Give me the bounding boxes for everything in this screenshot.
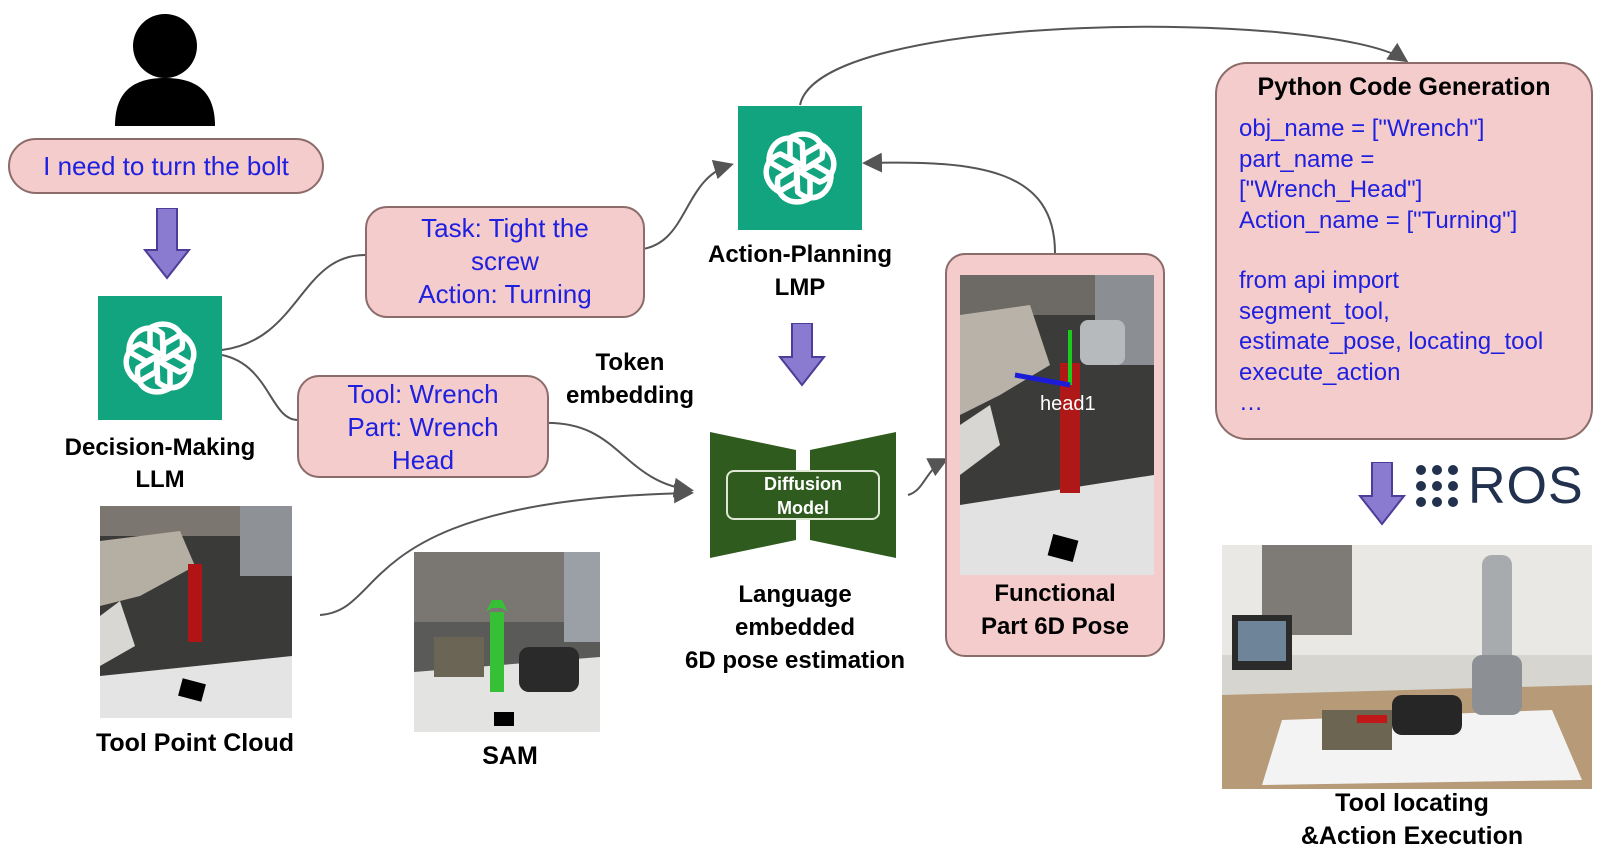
task-box: Task: Tight the screw Action: Turning xyxy=(365,206,645,318)
code-line: execute_action xyxy=(1239,358,1401,386)
tool-box: Tool: Wrench Part: Wrench Head xyxy=(297,375,549,478)
token-embedding-line2: embedding xyxy=(565,382,694,409)
diffusion-label-line1: Diffusion xyxy=(764,474,842,494)
diffusion-label-line2: Model xyxy=(777,498,829,518)
action-planning-label-line1: Action-Planning xyxy=(708,241,892,268)
down-arrow-icon xyxy=(778,323,826,387)
diffusion-label-box: Diffusion Model xyxy=(726,470,880,520)
tool-box-line3: Head xyxy=(391,445,455,475)
task-box-line3: Action: Turning xyxy=(418,279,592,309)
sam-label: SAM xyxy=(482,742,538,770)
code-line: segment_tool, xyxy=(1239,297,1390,325)
task-box-line1: Task: Tight the xyxy=(421,213,589,243)
execution-label: Tool locating &Action Execution xyxy=(1262,787,1562,853)
code-line: from api import xyxy=(1239,267,1400,294)
edge-tool-to-diffusion xyxy=(541,421,694,498)
point-cloud-illustration xyxy=(100,506,292,718)
openai-logo-icon xyxy=(123,321,197,395)
edge-task-to-planning xyxy=(631,160,734,251)
sam-image xyxy=(414,552,600,732)
tool-box-line2: Part: Wrench xyxy=(347,412,499,442)
down-arrow-icon xyxy=(1358,462,1406,526)
tool-point-cloud-label: Tool Point Cloud xyxy=(95,729,295,757)
code-line: part_name = xyxy=(1239,145,1375,173)
decision-llm-label-line1: Decision-Making xyxy=(64,434,256,461)
code-panel-title: Python Code Generation xyxy=(1257,73,1551,101)
functional-pose-panel: head1 Functional Part 6D Pose xyxy=(945,253,1165,657)
openai-logo-icon xyxy=(763,131,837,205)
functional-pose-line1: Functional xyxy=(994,580,1116,607)
code-line: ["Wrench_Head"] xyxy=(1239,176,1423,203)
code-panel: Python Code Generation obj_name = ["Wren… xyxy=(1215,62,1593,440)
code-lines: obj_name = ["Wrench"] part_name = ["Wren… xyxy=(1239,114,1589,419)
edge-planning-to-code xyxy=(799,25,1409,106)
code-line: estimate_pose, locating_tool xyxy=(1239,328,1544,355)
code-line: Action_name = ["Turning"] xyxy=(1239,206,1518,234)
action-planning-label-line2: LMP xyxy=(774,274,826,301)
execution-label-line2: &Action Execution xyxy=(1300,822,1524,850)
tool-box-line1: Tool: Wrench xyxy=(347,379,499,409)
task-box-line2: screw xyxy=(471,246,539,276)
code-line: obj_name = ["Wrench"] xyxy=(1239,115,1485,142)
token-embedding-label: Token embedding xyxy=(550,346,710,412)
down-arrow-icon xyxy=(143,208,191,280)
edge-pointcloud-to-diffusion xyxy=(319,483,694,616)
pose-estimation-line3: 6D pose estimation xyxy=(684,647,906,674)
pose-scene-illustration: head1 xyxy=(960,275,1154,575)
user-icon xyxy=(115,14,215,126)
edge-llm-to-tool xyxy=(221,354,299,421)
functional-pose-image: head1 xyxy=(960,275,1154,575)
action-planning-label: Action-Planning LMP xyxy=(680,238,920,304)
code-line xyxy=(1239,236,1589,266)
code-line: … xyxy=(1239,389,1263,416)
execution-label-line1: Tool locating xyxy=(1335,789,1489,817)
functional-pose-line2: Part 6D Pose xyxy=(980,613,1130,640)
pose-overlay-label: head1 xyxy=(1040,393,1096,415)
diffusion-model: Diffusion Model xyxy=(708,430,898,560)
pose-estimation-label: Language embedded 6D pose estimation xyxy=(650,578,940,677)
ros-dots-icon xyxy=(1416,465,1458,507)
pose-estimation-line1: Language xyxy=(738,581,852,608)
tool-point-cloud-image xyxy=(100,506,292,718)
ros-logo-text: ROS xyxy=(1468,457,1584,515)
functional-pose-label: Functional Part 6D Pose xyxy=(947,577,1163,643)
decision-llm-label: Decision-Making LLM xyxy=(30,432,290,496)
edge-diffusion-to-pose xyxy=(907,458,949,496)
action-planning-logo xyxy=(738,106,862,230)
token-embedding-line1: Token xyxy=(595,349,665,376)
decision-llm-label-line2: LLM xyxy=(135,466,185,493)
edge-llm-to-task xyxy=(221,254,366,351)
execution-illustration xyxy=(1222,545,1592,789)
execution-image xyxy=(1222,545,1592,789)
user-request-bubble: I need to turn the bolt xyxy=(8,138,324,194)
decision-llm-logo xyxy=(98,296,222,420)
sam-illustration xyxy=(414,552,600,732)
user-request-text: I need to turn the bolt xyxy=(43,151,289,181)
edge-pose-to-planning xyxy=(862,152,1056,254)
pose-estimation-line2: embedded xyxy=(734,614,856,641)
